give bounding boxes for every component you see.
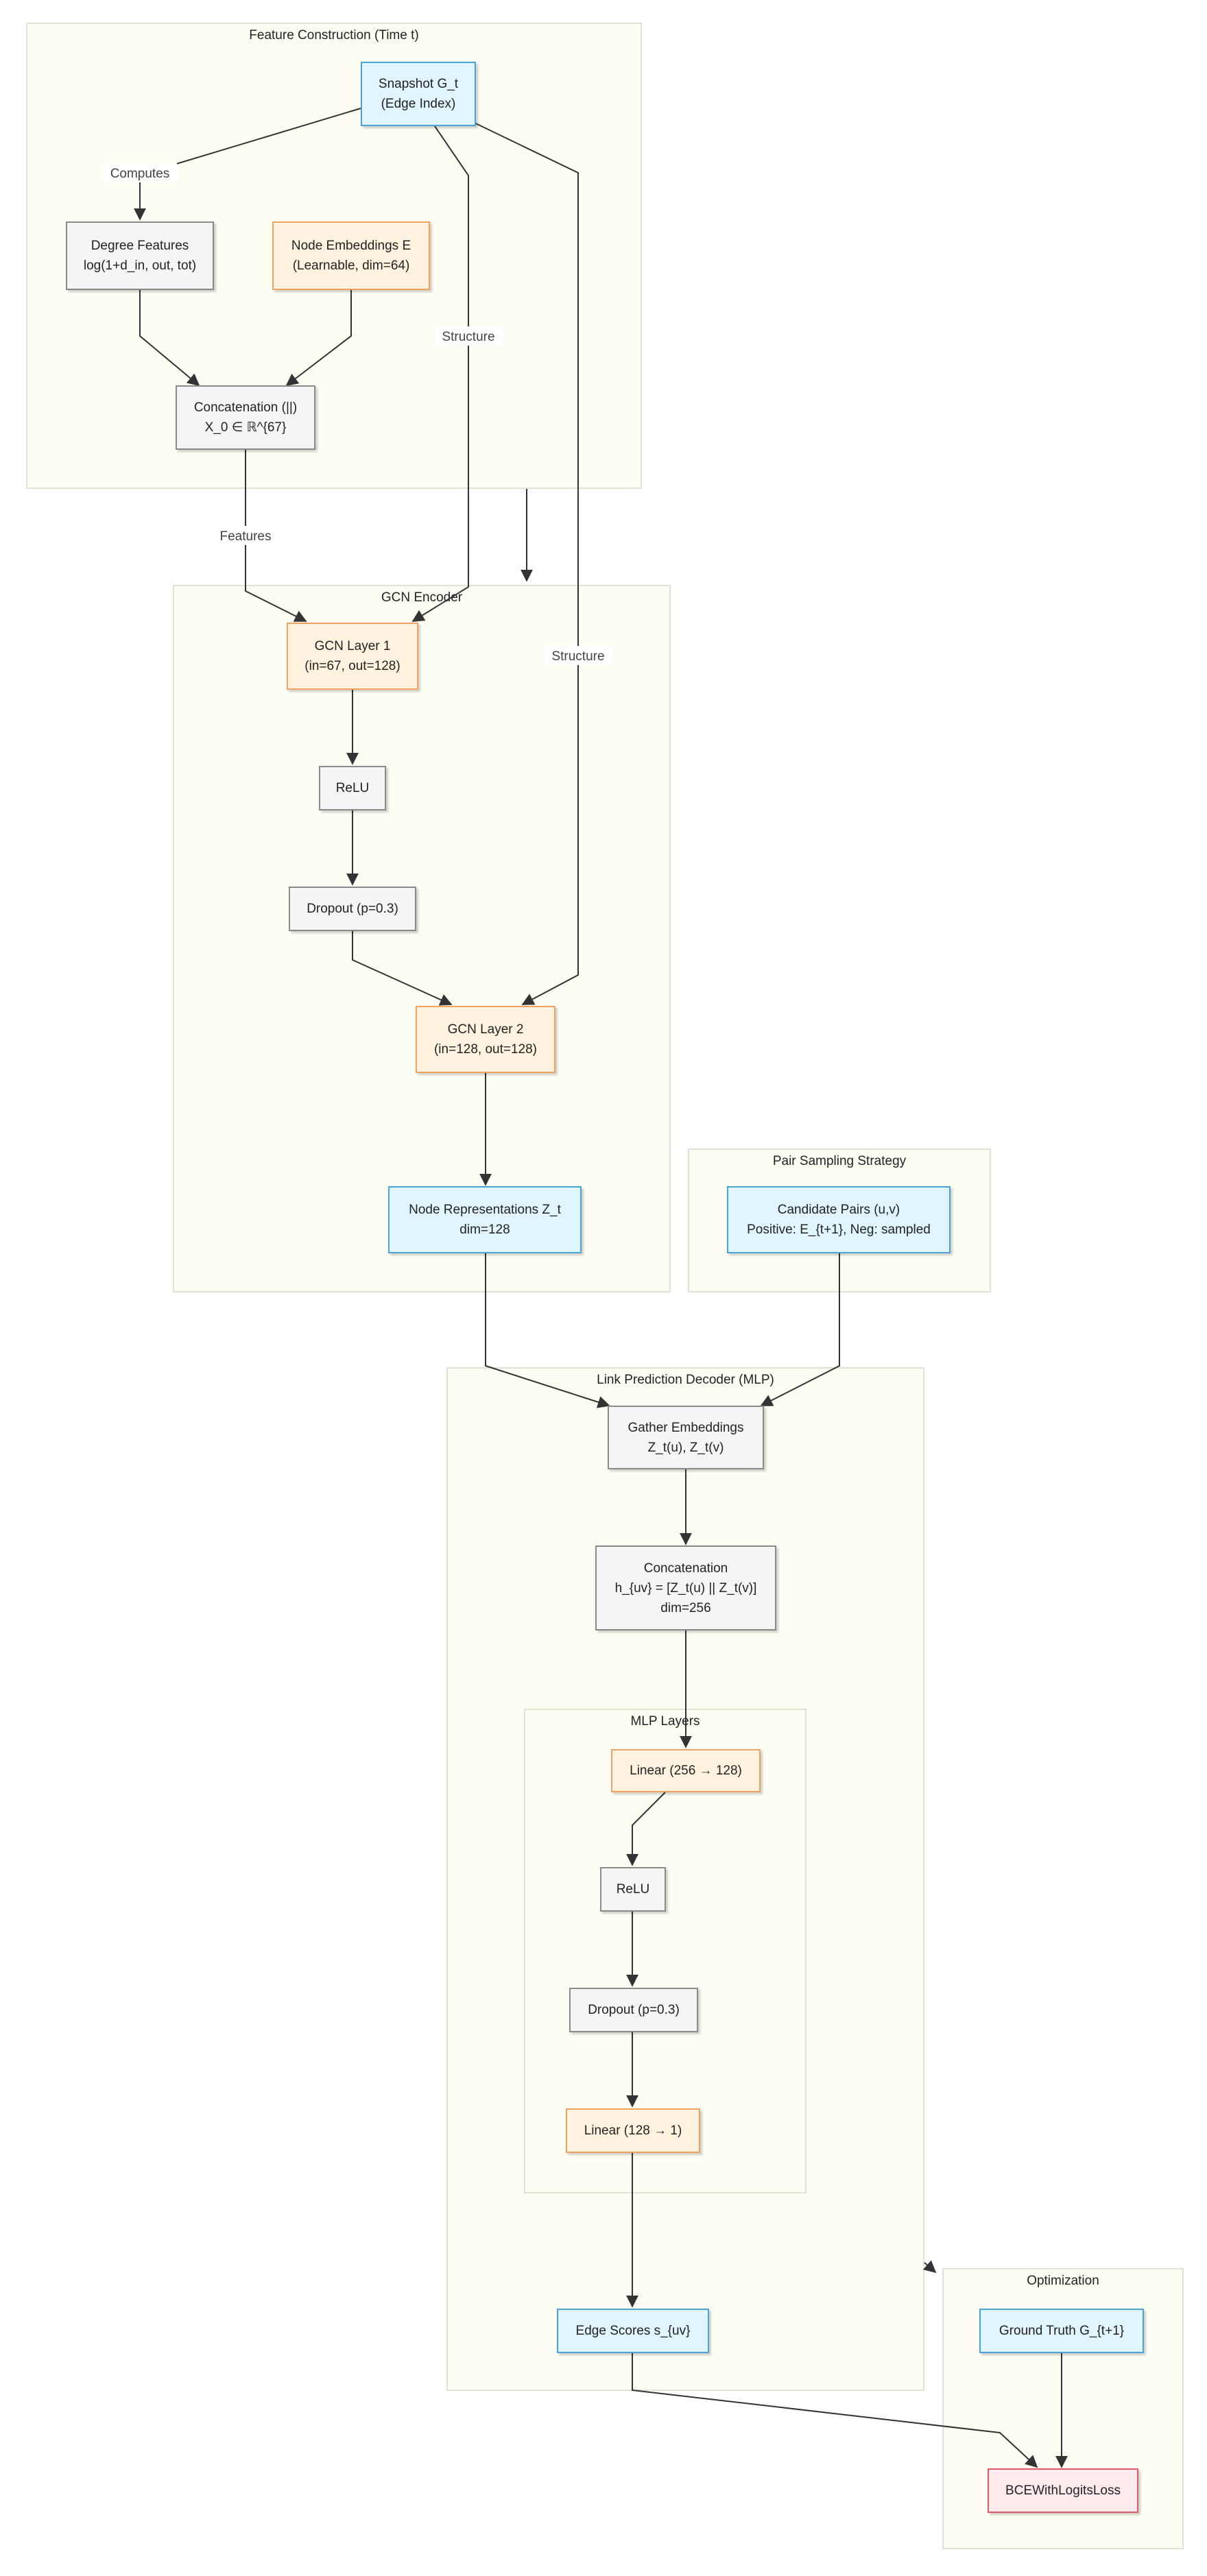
node-label: GCN Layer 1: [314, 639, 391, 653]
edge-concat-to-gcn1: [245, 450, 307, 622]
node-sublabel: h_{uv} = [Z_t(u) || Z_t(v)]: [614, 1580, 757, 1596]
node-sublabel: (in=128, out=128): [433, 1042, 537, 1057]
cluster-title: Feature Construction (Time t): [249, 28, 419, 43]
node-embeddings-node: Node Embeddings E (Learnable, dim=64): [272, 221, 430, 290]
node-label: Ground Truth G_{t+1}: [999, 2324, 1125, 2338]
edge-candidates-to-gather: [760, 1253, 840, 1406]
node-label: ReLU: [335, 781, 370, 795]
dropout-node: Dropout (p=0.3): [289, 887, 416, 931]
edge-linear1-to-relu2: [626, 1792, 666, 1866]
node-label: Linear (128 → 1): [584, 2123, 682, 2138]
node-sublabel: (Edge Index): [381, 97, 456, 111]
node-label: Node Embeddings E: [291, 239, 411, 253]
relu-mlp-node: ReLU: [600, 1867, 666, 1912]
loss-node: BCEWithLogitsLoss: [988, 2468, 1138, 2513]
linear-256-128-node: Linear (256 → 128): [611, 1749, 761, 1792]
node-sublabel: Positive: E_{t+1}, Neg: sampled: [747, 1223, 931, 1237]
cluster-gcn-encoder: GCN Encoder: [173, 585, 671, 1292]
edge-label-features: Features: [220, 529, 272, 544]
node-sublabel: dim=128: [459, 1223, 510, 1237]
cluster-title: GCN Encoder: [381, 590, 463, 605]
edge-snapshot-to-gcn2: [444, 108, 579, 1005]
cluster-title: Link Prediction Decoder (MLP): [597, 1373, 774, 1387]
node-label: Dropout (p=0.3): [307, 902, 398, 916]
candidate-pairs-node: Candidate Pairs (u,v) Positive: E_{t+1},…: [727, 1186, 951, 1253]
node-sublabel: dim=256: [660, 1600, 711, 1615]
linear-128-1-node: Linear (128 → 1): [566, 2108, 700, 2153]
node-label: Gather Embeddings: [628, 1420, 744, 1435]
node-label: Candidate Pairs (u,v): [777, 1203, 900, 1217]
node-label: GCN Layer 2: [447, 1022, 524, 1037]
edge-decoder-to-optimization: [922, 2260, 937, 2274]
node-label: Dropout (p=0.3): [588, 2003, 680, 2017]
cluster-title: Optimization: [1027, 2274, 1099, 2288]
node-label: ReLU: [616, 1882, 650, 1897]
node-sublabel: (in=67, out=128): [304, 659, 401, 673]
cluster-title: Pair Sampling Strategy: [772, 1154, 907, 1168]
node-label: Node Representations Z_t: [409, 1203, 561, 1217]
edge-label-structure: Structure: [442, 330, 494, 344]
edge-label-structure: Structure: [551, 649, 604, 664]
node-label: Linear (256 → 128): [630, 1764, 742, 1778]
node-sublabel: X_0 ∈ ℝ^{67}: [204, 420, 287, 435]
gcn-layer-1-node: GCN Layer 1 (in=67, out=128): [287, 623, 418, 690]
node-label: Concatenation: [643, 1561, 728, 1576]
node-label: Edge Scores s_{uv}: [575, 2324, 691, 2338]
edge-scores-node: Edge Scores s_{uv}: [557, 2309, 709, 2353]
snapshot-node: Snapshot G_t (Edge Index): [361, 62, 476, 126]
degree-features-node: Degree Features log(1+d_in, out, tot): [66, 221, 214, 290]
edge-snapshot-to-gcn1: [411, 125, 469, 622]
concatenation-pair-node: Concatenation h_{uv} = [Z_t(u) || Z_t(v)…: [595, 1545, 776, 1630]
cluster-title: MLP Layers: [630, 1714, 700, 1729]
gather-embeddings-node: Gather Embeddings Z_t(u), Z_t(v): [608, 1406, 764, 1469]
relu-node: ReLU: [319, 766, 386, 810]
dropout-mlp-node: Dropout (p=0.3): [569, 1988, 698, 2032]
ground-truth-node: Ground Truth G_{t+1}: [979, 2309, 1144, 2353]
node-sublabel: Z_t(u), Z_t(v): [647, 1440, 724, 1455]
node-sublabel: log(1+d_in, out, tot): [83, 258, 197, 273]
concatenation-input-node: Concatenation (||) X_0 ∈ ℝ^{67}: [176, 385, 315, 450]
edge-scores-to-loss: [632, 2353, 1038, 2468]
edge-degree-to-concat: [139, 290, 200, 387]
node-label: Degree Features: [91, 239, 189, 253]
node-label: Concatenation (||): [193, 400, 298, 415]
edge-dropout-to-gcn2: [352, 931, 453, 1006]
node-label: Snapshot G_t: [378, 77, 459, 91]
node-sublabel: (Learnable, dim=64): [292, 258, 410, 273]
node-label: BCEWithLogitsLoss: [1005, 2483, 1121, 2498]
edge-embed-to-concat: [285, 290, 352, 387]
gcn-layer-2-node: GCN Layer 2 (in=128, out=128): [416, 1006, 555, 1073]
edge-noderep-to-gather: [485, 1253, 610, 1408]
node-representations-node: Node Representations Z_t dim=128: [388, 1186, 582, 1253]
edge-label-computes: Computes: [110, 167, 170, 181]
